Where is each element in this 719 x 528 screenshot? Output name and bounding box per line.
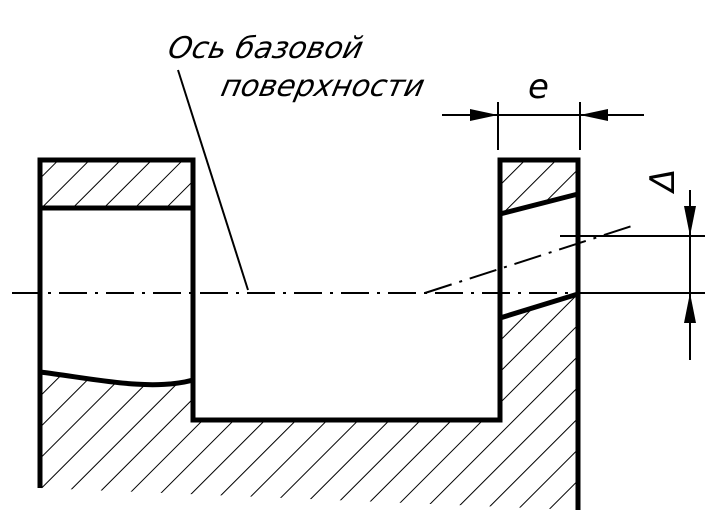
bore-upper-edge [499,191,579,217]
part-outline [37,157,581,510]
hatched-section-bottom [40,294,578,510]
bore-lower-edge [499,291,579,321]
hatched-section-right-top [500,160,578,214]
dimension-delta [560,190,705,360]
axis-label-line1: Ось базовой [165,31,366,66]
dimension-delta-label: Δ [643,169,683,195]
dimension-e-label: e [528,67,549,107]
axis-label-line2: поверхности [218,69,428,104]
axis-leader-line [177,69,249,291]
base-surface-axis [424,225,633,294]
dimension-e [442,102,644,150]
hatched-section-left-top [40,160,193,208]
left-break-edge [39,369,194,388]
